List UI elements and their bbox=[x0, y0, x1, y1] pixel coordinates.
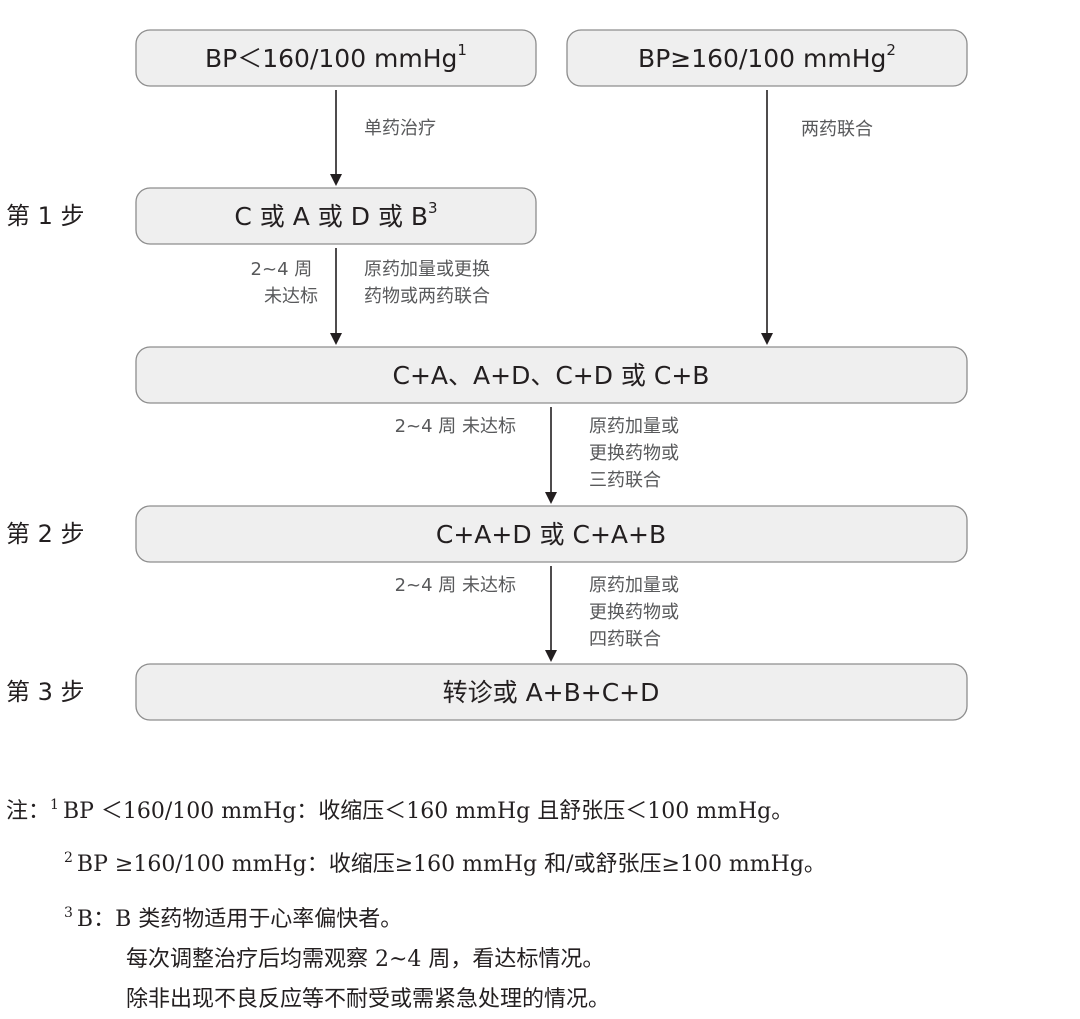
node-dual-combo bbox=[135, 346, 968, 404]
node-step2 bbox=[135, 505, 968, 563]
node-bp-high bbox=[566, 29, 968, 87]
edge-label-step2-right: 原药加量或 更换药物或 四药联合 bbox=[589, 575, 685, 650]
arrowhead-high-to-dual bbox=[761, 333, 773, 345]
edge-label-dual-left: 2~4 周 未达标 bbox=[395, 416, 516, 437]
node-step3-text: 转诊或 A+B+C+D bbox=[443, 678, 660, 707]
footnote-4-text: 每次调整治疗后均需观察 2~4 周，看达标情况。 bbox=[126, 947, 605, 972]
footnote-5-text: 除非出现不良反应等不耐受或需紧急处理的情况。 bbox=[126, 987, 611, 1012]
node-step1 bbox=[135, 187, 537, 245]
footnote-3-text: B：B 类药物适用于心率偏快者。 bbox=[76, 907, 403, 932]
treatment-flowchart: BP＜160/100 mmHg1 BP≥160/100 mmHg2 C 或 A … bbox=[6, 29, 968, 721]
arrowhead-step2-to-step3 bbox=[545, 650, 557, 662]
edge-label-mono: 单药治疗 bbox=[364, 118, 436, 139]
step3-label: 第 3 步 bbox=[6, 678, 85, 706]
footnote-2-marker: 2 bbox=[64, 850, 73, 866]
node-bp-high-text: BP≥160/100 mmHg2 bbox=[638, 41, 896, 73]
footnote-3-marker: 3 bbox=[64, 905, 73, 921]
footnote-prefix: 注： bbox=[6, 799, 51, 824]
node-step2-text: C+A+D 或 C+A+B bbox=[436, 520, 666, 549]
arrowhead-low-to-step1 bbox=[330, 174, 342, 186]
edge-label-dual-right: 原药加量或 更换药物或 三药联合 bbox=[589, 416, 685, 491]
step2-label: 第 2 步 bbox=[6, 520, 85, 548]
node-dual-combo-text: C+A、A+D、C+D 或 C+B bbox=[393, 361, 710, 390]
node-step3 bbox=[135, 663, 968, 721]
footnote-5: 除非出现不良反应等不耐受或需紧急处理的情况。 bbox=[126, 981, 610, 1013]
edge-label-step1-right: 原药加量或更换 药物或两药联合 bbox=[364, 259, 496, 307]
node-bp-low-text: BP＜160/100 mmHg1 bbox=[205, 41, 467, 73]
edge-label-dual-combo: 两药联合 bbox=[801, 119, 873, 140]
step1-label: 第 1 步 bbox=[6, 202, 85, 230]
footnote-1-marker: 1 bbox=[50, 797, 59, 813]
edge-label-step2-left: 2~4 周 未达标 bbox=[395, 575, 516, 596]
footnote-1-text: BP ＜160/100 mmHg：收缩压＜160 mmHg 且舒张压＜100 m… bbox=[62, 799, 794, 824]
node-bp-low bbox=[135, 29, 537, 87]
edge-label-step1-left: 2~4 周 未达标 bbox=[251, 259, 318, 307]
node-step1-text: C 或 A 或 D 或 B3 bbox=[234, 199, 437, 231]
arrowhead-dual-to-step2 bbox=[545, 492, 557, 504]
footnote-4: 每次调整治疗后均需观察 2~4 周，看达标情况。 bbox=[126, 941, 604, 973]
footnote-2-text: BP ≥160/100 mmHg：收缩压≥160 mmHg 和/或舒张压≥100… bbox=[76, 852, 826, 877]
arrowhead-step1-to-dual bbox=[330, 333, 342, 345]
